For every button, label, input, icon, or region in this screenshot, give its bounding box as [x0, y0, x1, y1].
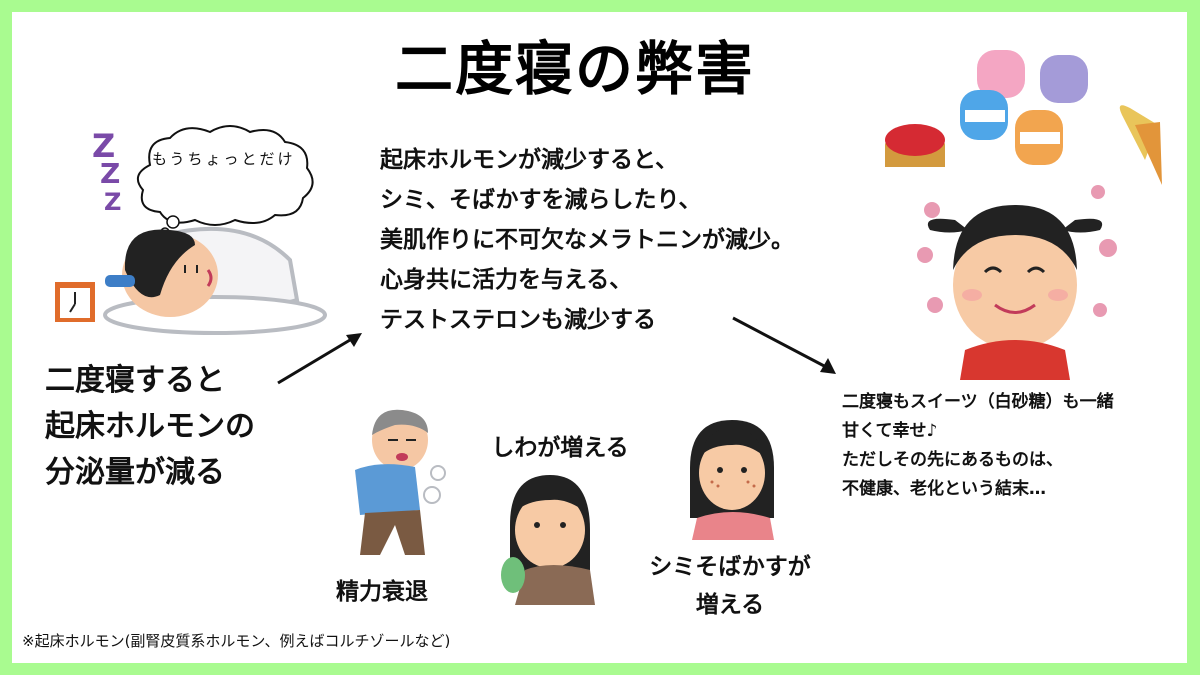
- effect-label-spots: シミそばかすが 増える: [649, 554, 811, 618]
- sweets-illustration: [860, 40, 1170, 200]
- freckled-woman-illustration: [682, 418, 782, 540]
- cause-text: 二度寝すると 起床ホルモンの 分泌量が減る: [45, 358, 255, 496]
- wrinkled-woman-illustration: [495, 470, 600, 605]
- conclusion-line: 甘くて幸せ♪: [842, 421, 938, 441]
- tired-man-illustration: [340, 405, 460, 560]
- conclusion-line: ただしその先にあるものは、: [842, 450, 1063, 470]
- main-line: テストステロンも減少する: [380, 307, 656, 333]
- main-explanation: 起床ホルモンが減少すると、 シミ、そばかすを減らしたり、 美肌作りに不可欠なメラ…: [380, 140, 794, 340]
- sleeping-person-illustration: [45, 120, 375, 350]
- zzz-sleep-icon: Z Z Z: [92, 127, 122, 216]
- thought-bubble-text: もうちょっとだけ: [152, 150, 296, 168]
- cause-line: 分泌量が減る: [45, 455, 225, 490]
- happy-girl-illustration: [910, 180, 1120, 380]
- main-line: 美肌作りに不可欠なメラトニンが減少。: [380, 227, 794, 253]
- main-line: シミ、そばかすを減らしたり、: [380, 187, 702, 213]
- arrow-up-right-icon: [270, 325, 370, 390]
- main-line: 起床ホルモンが減少すると、: [380, 147, 679, 173]
- arrow-down-right-icon: [728, 310, 843, 380]
- effect-label-energy: 精力衰退: [336, 579, 428, 605]
- footnote: ※起床ホルモン(副腎皮質系ホルモン、例えばコルチゾールなど): [22, 632, 451, 650]
- main-line: 心身共に活力を与える、: [380, 267, 633, 293]
- cause-line: 起床ホルモンの: [45, 409, 255, 444]
- conclusion-line: 二度寝もスイーツ（白砂糖）も一緒: [842, 392, 1114, 412]
- page-title: 二度寝の弊害: [395, 35, 756, 103]
- effect-label-wrinkles: しわが増える: [491, 435, 629, 461]
- cause-line: 二度寝すると: [45, 363, 225, 398]
- conclusion-line: 不健康、老化という結末…: [842, 479, 1046, 499]
- conclusion-text: 二度寝もスイーツ（白砂糖）も一緒 甘くて幸せ♪ ただしその先にあるものは、 不健…: [842, 388, 1114, 504]
